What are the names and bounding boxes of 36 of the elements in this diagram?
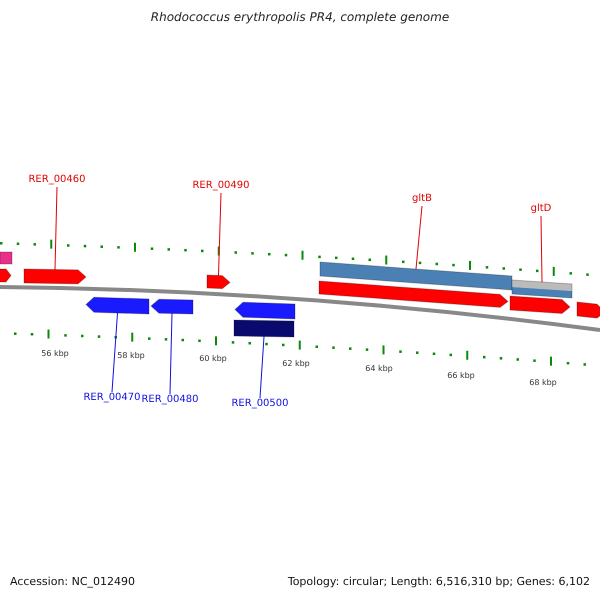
diagram-title: Rhodococcus erythropolis PR4, complete genome xyxy=(150,10,450,24)
gene-label: RER_00470 xyxy=(83,392,141,404)
leader-line xyxy=(170,313,172,394)
leader-line xyxy=(112,312,118,392)
gene-label: RER_00500 xyxy=(231,398,289,410)
gene-feature xyxy=(319,281,508,308)
gene-bar xyxy=(234,320,294,337)
gene-feature xyxy=(151,299,193,314)
gene-feature xyxy=(0,269,11,282)
gene-feature xyxy=(235,302,295,319)
gene-label: gltB xyxy=(412,193,432,205)
gene-label: RER_00490 xyxy=(192,180,250,192)
genome-info-text: Topology: circular; Length: 6,516,310 bp; Genes: 6,102 xyxy=(288,575,590,588)
gene-bar xyxy=(512,280,572,298)
gene-bar xyxy=(320,262,512,290)
gene-feature xyxy=(207,275,230,289)
gene-feature xyxy=(24,269,86,284)
scale-label: 56 kbp xyxy=(41,349,69,359)
scale-label: 64 kbp xyxy=(365,364,393,374)
scale-label: 66 kbp xyxy=(447,371,475,381)
gene-label: gltD xyxy=(530,203,552,215)
leader-line xyxy=(54,186,58,270)
scale-label: 62 kbp xyxy=(282,359,310,369)
accession-text: Accession: NC_012490 xyxy=(10,575,136,588)
leader-line xyxy=(218,192,222,276)
scale-label: 60 kbp xyxy=(199,354,227,364)
scale-label: 68 kbp xyxy=(529,378,557,388)
gene-feature xyxy=(577,302,600,319)
leader-line xyxy=(416,206,422,270)
gene-feature xyxy=(510,296,570,314)
gene-label: RER_00460 xyxy=(28,174,86,186)
scale-label: 58 kbp xyxy=(117,351,145,361)
gene-label: RER_00480 xyxy=(141,394,199,406)
gene-feature xyxy=(86,297,149,314)
leader-line xyxy=(540,216,542,282)
gene-bar xyxy=(0,252,12,264)
